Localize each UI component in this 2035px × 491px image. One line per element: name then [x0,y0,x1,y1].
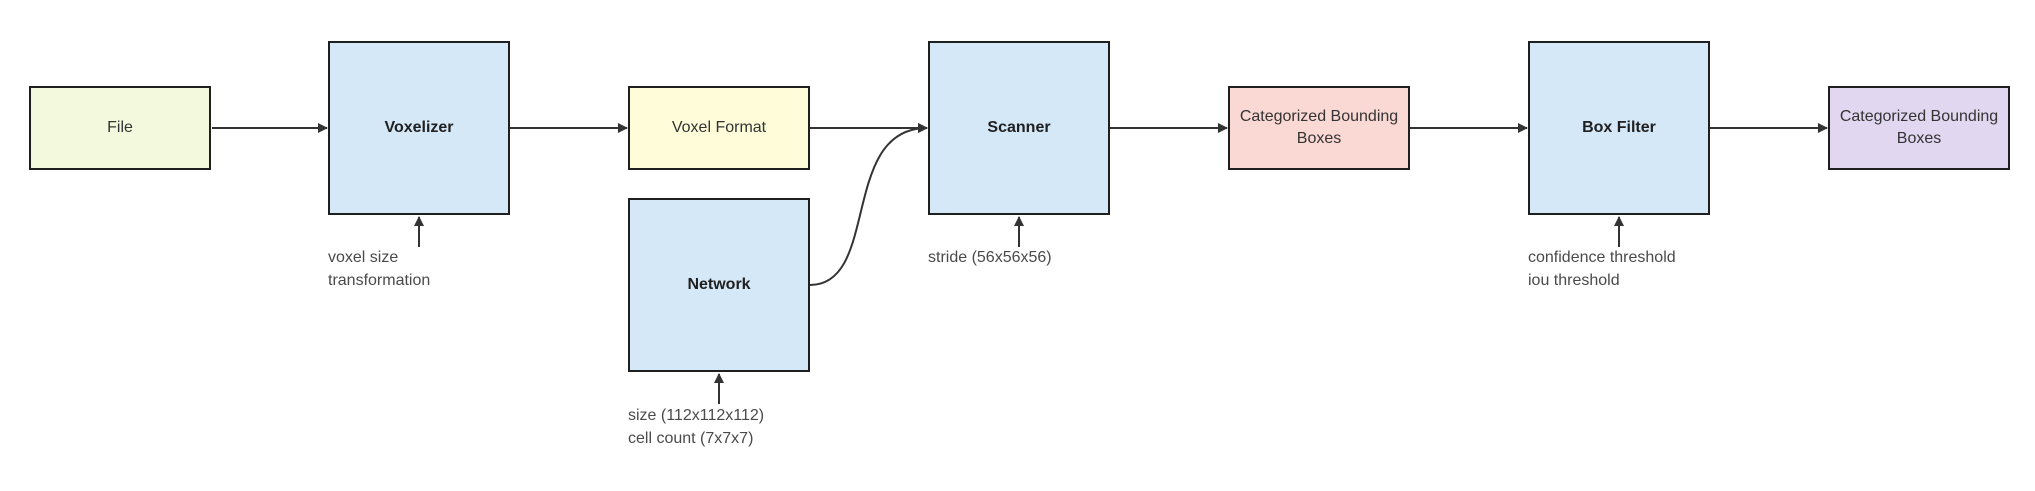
node-voxel-format-label: Voxel Format [671,119,767,137]
voxelizer-param-transformation: transformation [328,272,431,289]
node-voxelizer[interactable]: Voxelizer [328,41,510,215]
scanner-param-stride: stride (56x56x56) [928,249,1052,266]
network-param-cell-count: cell count (7x7x7) [628,430,754,447]
node-box-filter-label: Box Filter [1582,119,1656,137]
network-param-size: size (112x112x112) [628,407,765,424]
voxelizer-param-voxel-size: voxel size [328,249,399,266]
node-network[interactable]: Network [628,198,810,372]
voxelizer-params: voxel size transformation [328,246,430,292]
node-file-label: File [107,119,133,137]
node-categorized-bounding-boxes-2[interactable]: Categorized Bounding Boxes [1828,86,2010,170]
node-file[interactable]: File [29,86,211,170]
node-network-label: Network [687,276,751,294]
node-voxelizer-label: Voxelizer [384,119,454,137]
node-scanner[interactable]: Scanner [928,41,1110,215]
network-params: size (112x112x112) cell count (7x7x7) [628,404,764,450]
node-categorized-bounding-boxes-1[interactable]: Categorized Bounding Boxes [1228,86,1410,170]
box-filter-params: confidence threshold iou threshold [1528,246,1676,292]
node-box-filter[interactable]: Box Filter [1528,41,1710,215]
box-filter-param-confidence-threshold: confidence threshold [1528,249,1676,266]
node-categorized-bounding-boxes-1-label: Categorized Bounding Boxes [1239,108,1399,147]
node-voxel-format[interactable]: Voxel Format [628,86,810,170]
node-categorized-bounding-boxes-2-label: Categorized Bounding Boxes [1839,108,1999,147]
box-filter-param-iou-threshold: iou threshold [1528,272,1620,289]
arrow-network-to-scanner [809,123,928,286]
node-scanner-label: Scanner [987,119,1051,137]
scanner-params: stride (56x56x56) [928,246,1052,269]
